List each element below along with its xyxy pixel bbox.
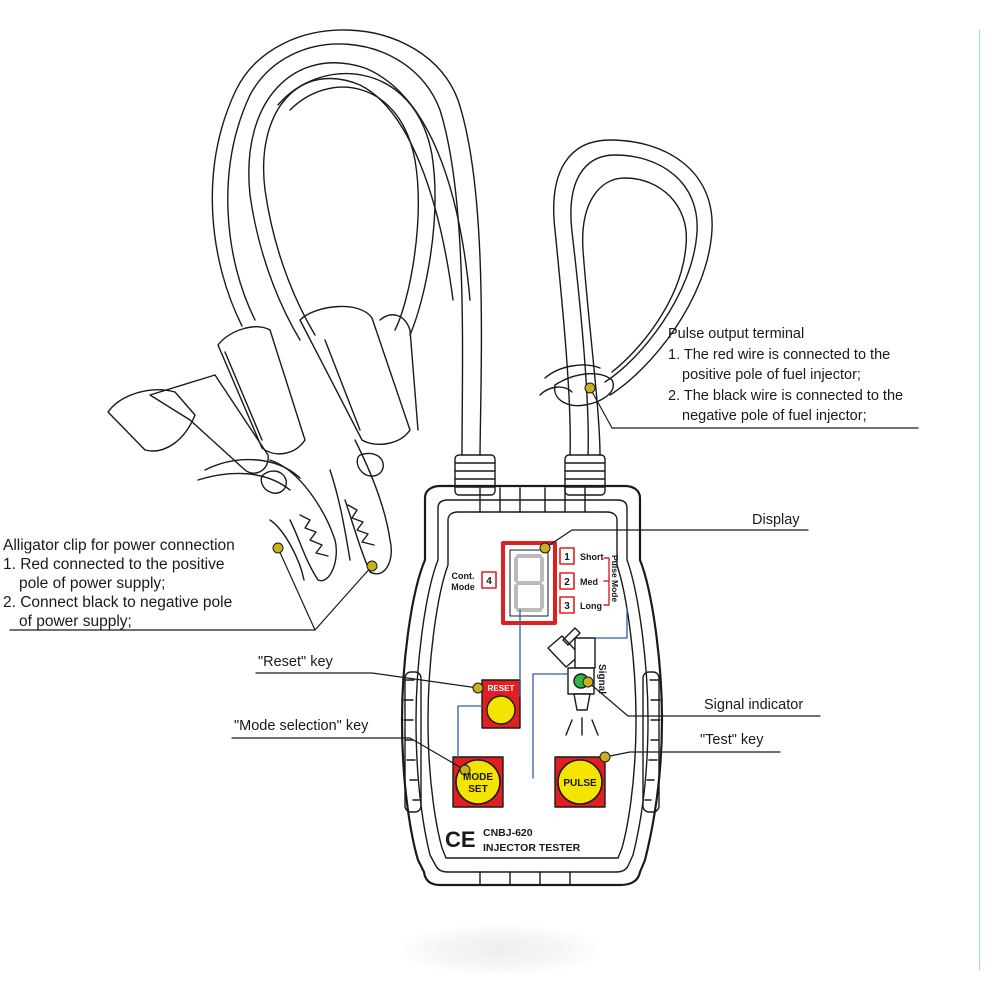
pulse-mode-label: Pulse Mode — [610, 555, 620, 603]
red-alligator-clip — [107, 326, 337, 582]
device-body — [400, 484, 664, 887]
callout-leaders — [9, 387, 919, 771]
mode-set-button[interactable] — [453, 757, 503, 807]
callout-dots — [272, 382, 611, 776]
black-alligator-clip — [299, 305, 419, 575]
test-key-callout: "Test" key — [700, 732, 764, 748]
alligator-title: Alligator clip for power connection — [3, 537, 235, 554]
mode-3-number: 3 — [564, 601, 570, 612]
power-cable — [211, 29, 483, 456]
reset-button[interactable] — [482, 680, 520, 728]
pulse-output-line1: 1. The red wire is connected to the — [668, 346, 891, 363]
right-edge-rule — [979, 30, 980, 970]
pulse-cable — [539, 139, 713, 456]
signal-label: Signal — [596, 664, 607, 694]
mode-2-number: 2 — [564, 577, 570, 588]
pulse-output-title: Pulse output terminal — [668, 326, 805, 342]
seven-segment-display — [501, 541, 557, 625]
mode-3-label: Long — [580, 601, 602, 611]
pulse-button-body — [554, 756, 606, 808]
product-name: INJECTOR TESTER — [483, 842, 581, 854]
bottom-shadow — [400, 925, 600, 975]
reset-label: RESET — [488, 684, 515, 693]
mode-indicators — [481, 547, 610, 614]
pulse-output-line2b: negative pole of fuel injector; — [682, 408, 867, 424]
alligator-callout: Alligator clip for power connection 1. R… — [3, 536, 235, 631]
internal-leaders — [457, 607, 628, 779]
signal-indicator-callout: Signal indicator — [704, 697, 804, 713]
reset-key-callout: "Reset" key — [258, 654, 333, 670]
injector-icon — [547, 627, 599, 736]
model-number: CNBJ-620 — [483, 827, 533, 839]
mode-2-label: Med — [580, 577, 598, 587]
mode-1-number: 1 — [564, 552, 570, 563]
alligator-line1: 1. Red connected to the positive — [3, 556, 225, 573]
reset-button-body — [481, 679, 521, 729]
ce-mark: CE — [445, 827, 476, 852]
pulse-output-callout: Pulse output terminal 1. The red wire is… — [668, 324, 903, 427]
alligator-line2: 2. Connect black to negative pole — [3, 594, 233, 611]
pulse-output-line2: 2. The black wire is connected to the — [668, 387, 904, 404]
mode-button-line2: SET — [468, 784, 487, 795]
left-strain-relief — [454, 454, 496, 496]
mode-button-line1: MODE — [463, 772, 493, 783]
pulse-button-label: PULSE — [563, 778, 597, 789]
pulse-output-line1b: positive pole of fuel injector; — [682, 367, 861, 383]
cont-mode-number: 4 — [486, 576, 492, 587]
alligator-line2b: of power supply; — [19, 613, 132, 630]
cont-mode-line2: Mode — [451, 582, 475, 592]
display-callout: Display — [752, 512, 800, 528]
pulse-button[interactable] — [555, 757, 605, 807]
mode-key-callout: "Mode selection" key — [234, 718, 369, 734]
cont-mode-line1: Cont. — [452, 571, 475, 581]
mode-1-label: Short — [580, 552, 604, 562]
alligator-line1b: pole of power supply; — [19, 575, 166, 592]
